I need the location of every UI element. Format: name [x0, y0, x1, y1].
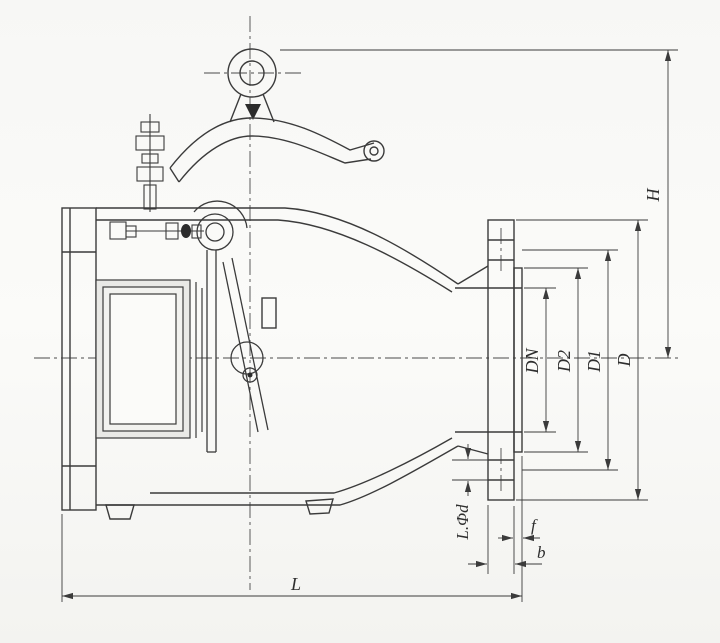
dimension-D: D — [516, 219, 648, 501]
pin-end — [181, 224, 191, 238]
nut-1 — [140, 121, 160, 133]
hinge-pin-head — [109, 221, 127, 240]
hinge-pin-bore — [205, 222, 225, 242]
bore-socket — [95, 279, 203, 439]
arch-inner — [178, 135, 372, 183]
hinge-boss-outer — [196, 213, 234, 251]
disc-hub — [230, 341, 264, 375]
dim-label-D: D — [614, 354, 634, 368]
nut-3 — [136, 166, 164, 182]
hinge-pin-nut — [165, 222, 179, 240]
dimension-D1: D1 — [522, 249, 618, 471]
ring-flare-left — [229, 93, 242, 123]
dimension-bolt-holes: L.Φd — [452, 444, 492, 541]
dim-label-L: L — [290, 574, 301, 594]
hub-bottom — [457, 445, 489, 455]
dim-label-DN: DN — [522, 348, 542, 375]
hub-top — [457, 265, 489, 285]
pin-boss — [191, 224, 202, 239]
body-bottom-outer — [96, 445, 459, 506]
body-boss — [261, 297, 277, 329]
flange-plate — [61, 207, 97, 511]
valve-disc — [222, 257, 269, 433]
foot-right — [305, 498, 334, 515]
nut-2 — [135, 135, 165, 151]
dim-label-H: H — [643, 188, 663, 203]
hinge-mechanism — [193, 200, 248, 453]
dimension-L: L — [61, 514, 522, 602]
arch-outer — [169, 117, 375, 169]
gland-bolt-stack — [109, 114, 204, 240]
washer — [141, 153, 159, 164]
disc-face-1 — [222, 261, 259, 433]
dimension-D2: D2 — [524, 267, 588, 453]
stem-guide — [143, 184, 157, 210]
arch-left-cap — [169, 167, 180, 183]
hinge-boss-arc — [193, 200, 248, 229]
dim-label-b: b — [537, 543, 546, 562]
foot-left — [105, 504, 135, 520]
disc-face-2 — [231, 257, 269, 431]
disc-nut-center — [247, 372, 253, 378]
valve-body — [96, 207, 459, 520]
socket-inner — [109, 293, 177, 425]
right-flange — [455, 219, 523, 501]
dimension-f: f — [498, 456, 540, 602]
dimension-DN: DN — [522, 287, 556, 433]
ring-inner — [239, 60, 265, 86]
body-top-inner — [96, 219, 453, 293]
dim-label-f: f — [531, 516, 538, 535]
lifting-ring — [227, 48, 277, 123]
disc-nut — [242, 367, 258, 383]
dim-label-D1: D1 — [584, 350, 604, 373]
arch-end-hole — [369, 146, 379, 156]
raised-face — [513, 267, 523, 453]
dim-label-bolt-holes: L.Φd — [453, 504, 472, 541]
stem-tip-marker — [245, 104, 261, 120]
bonnet-arch — [169, 117, 385, 183]
dim-label-D2: D2 — [554, 350, 574, 373]
body-top-outer — [96, 207, 459, 285]
dimension-H: H — [280, 49, 678, 358]
ring-outer — [227, 48, 277, 98]
dimension-b: b — [468, 505, 546, 574]
body-bottom-inner — [150, 437, 453, 494]
arch-end-lobe — [363, 140, 385, 162]
ring-flare-right — [262, 93, 275, 123]
left-flange — [61, 207, 97, 511]
